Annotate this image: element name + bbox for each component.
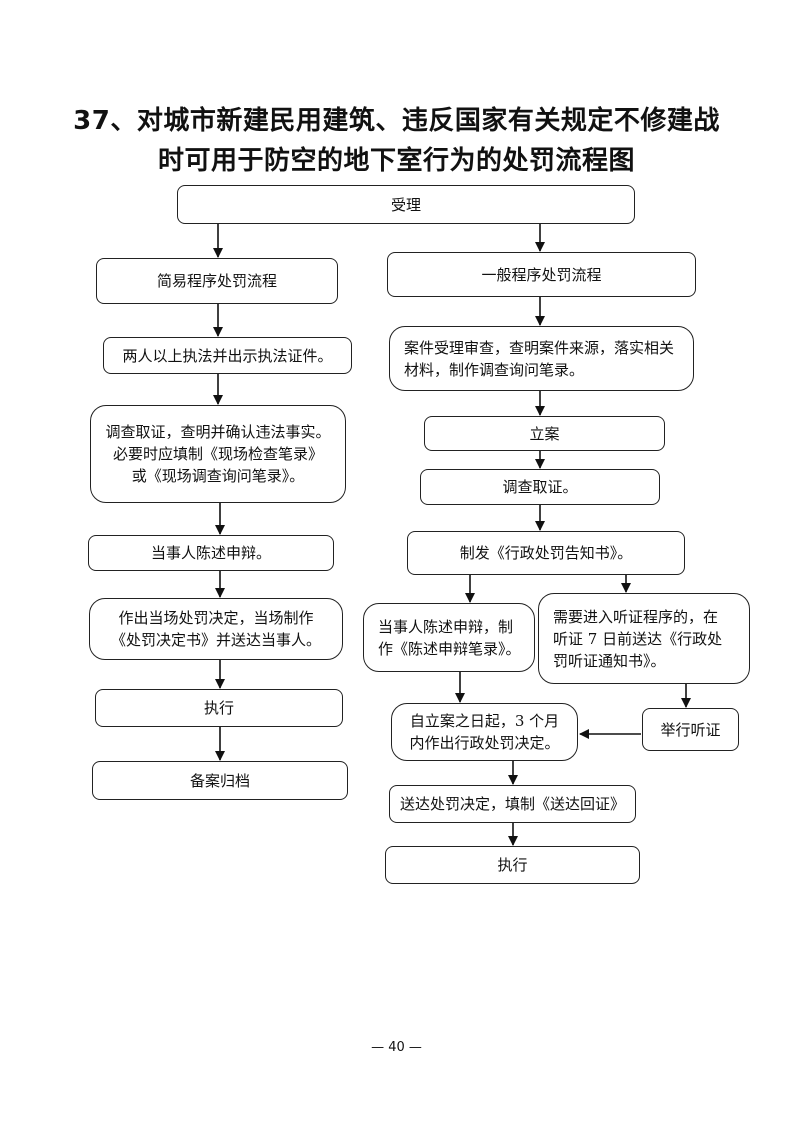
page-title-line-1: 37、对城市新建民用建筑、违反国家有关规定不修建战 [73,106,720,136]
node-general-step-7: 送达处罚决定，填制《送达回证》 [389,785,636,823]
node-simple-step-5: 执行 [95,689,343,727]
node-general-step-1-line-2: 材料，制作调查询问笔录。 [404,360,585,379]
page-number: — 40 — [371,1040,422,1055]
node-simple-step-6-label: 备案归档 [189,771,250,790]
node-general-step-2: 立案 [424,416,665,451]
node-general-hearing: 举行听证 [642,708,739,751]
node-simple-step-5-label: 执行 [203,699,234,717]
node-general-flow: 一般程序处罚流程 [387,252,696,297]
node-general-step-5b-line-3: 罚听证通知书》。 [553,651,666,670]
node-general-step-5a: 当事人陈述申辩，制 作《陈述申辩笔录》。 [363,603,535,672]
node-general-step-6-line-2: 内作出行政处罚决定。 [409,734,560,752]
node-general-step-5b-line-2: 听证 7 日前送达《行政处 [553,629,723,648]
node-general-step-5b-line-1: 需要进入听证程序的，在 [553,607,719,626]
node-simple-step-2: 调查取证，查明并确认违法事实。 必要时应填制《现场检查笔录》 或《现场调查询问笔… [90,405,346,503]
page-title-line-2: 时可用于防空的地下室行为的处罚流程图 [157,146,635,176]
node-simple-step-4-line-1: 作出当场处罚决定，当场制作 [118,609,314,627]
node-general-step-5a-line-2: 作《陈述申辩笔录》。 [378,639,521,658]
node-simple-flow-label: 简易程序处罚流程 [156,272,277,290]
node-general-step-2-label: 立案 [529,424,560,443]
node-simple-step-4: 作出当场处罚决定，当场制作 《处罚决定书》并送达当事人。 [89,598,343,660]
node-simple-step-6: 备案归档 [92,761,348,800]
node-general-step-1-line-1: 案件受理审查，查明案件来源，落实相关 [404,338,675,357]
node-simple-step-2-line-3: 或《现场调查询问笔录》。 [131,467,305,485]
node-general-step-6-line-1: 自立案之日起，3 个月 [409,712,560,730]
node-general-step-1: 案件受理审查，查明案件来源，落实相关 材料，制作调查询问笔录。 [389,326,694,391]
node-general-step-4-label: 制发《行政处罚告知书》。 [459,544,633,562]
node-general-step-4: 制发《行政处罚告知书》。 [407,531,685,575]
node-accept-label: 受理 [390,195,421,214]
node-general-hearing-label: 举行听证 [660,720,721,739]
node-general-step-8: 执行 [385,846,640,884]
node-general-step-3: 调查取证。 [420,469,660,505]
node-general-flow-label: 一般程序处罚流程 [481,265,602,284]
node-general-step-8-label: 执行 [497,856,528,874]
node-simple-step-2-line-2: 必要时应填制《现场检查笔录》 [112,445,323,463]
node-general-step-5a-line-1: 当事人陈述申辩，制 [378,617,514,636]
node-simple-step-1-label: 两人以上执法并出示执法证件。 [122,346,333,365]
node-simple-step-2-line-1: 调查取证，查明并确认违法事实。 [105,423,331,441]
node-simple-step-1: 两人以上执法并出示执法证件。 [103,337,352,374]
node-simple-step-3-label: 当事人陈述申辩。 [150,544,271,562]
node-general-step-5b: 需要进入听证程序的，在 听证 7 日前送达《行政处 罚听证通知书》。 [538,593,750,684]
node-general-step-7-label: 送达处罚决定，填制《送达回证》 [399,795,625,813]
node-general-step-3-label: 调查取证。 [502,478,578,496]
node-simple-flow: 简易程序处罚流程 [96,258,338,304]
node-general-step-6: 自立案之日起，3 个月 内作出行政处罚决定。 [391,703,578,761]
node-accept: 受理 [177,185,635,224]
node-simple-step-3: 当事人陈述申辩。 [88,535,334,571]
node-simple-step-4-line-2: 《处罚决定书》并送达当事人。 [110,631,321,649]
